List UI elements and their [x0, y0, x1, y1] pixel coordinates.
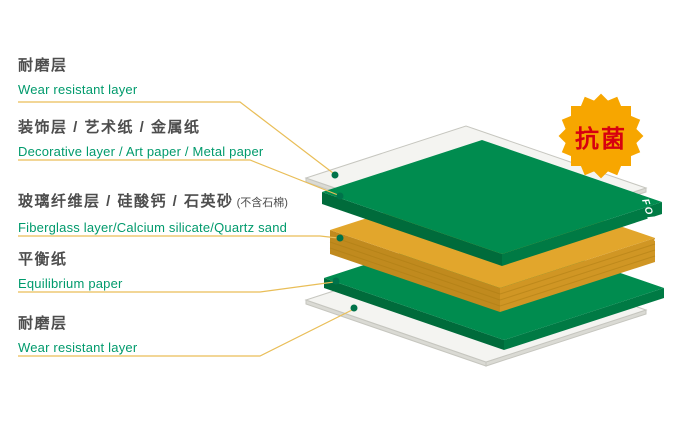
core-sheet-lines	[329, 235, 656, 307]
label-wear-top-en: Wear resistant layer	[18, 82, 138, 97]
label-core: 玻璃纤维层 / 硅酸钙 / 石英砂 (不含石棉) Fiberglass laye…	[18, 192, 288, 236]
antibacterial-badge: 抗菌	[557, 92, 645, 180]
label-core-en: Fiberglass layer/Calcium silicate/Quartz…	[18, 220, 288, 235]
leader-line-wear-top	[18, 101, 334, 174]
core-front-left	[330, 230, 500, 312]
leader-lines	[18, 101, 353, 357]
decorative-front-right	[502, 202, 662, 266]
leader-dots	[331, 171, 358, 312]
label-wear-top: 耐磨层 Wear resistant layer	[18, 56, 137, 98]
leader-line-wear-bottom	[18, 309, 353, 357]
leader-dot-wear-top	[331, 171, 339, 179]
leader-dot-core	[336, 234, 344, 242]
balance-front-right	[504, 288, 664, 350]
balance-front-left	[324, 278, 504, 350]
label-decorative: 装饰层 / 艺术纸 / 金属纸 Decorative layer / Art p…	[18, 118, 263, 160]
label-balance-zh: 平衡纸	[18, 251, 68, 268]
label-wear-top-zh: 耐磨层	[18, 57, 68, 74]
layer-decorative: FORCA	[322, 140, 663, 266]
label-wear-bottom-zh: 耐磨层	[18, 315, 68, 332]
label-decorative-en: Decorative layer / Art paper / Metal pap…	[18, 144, 264, 159]
core-front-right	[500, 238, 655, 312]
label-core-zh-main: 玻璃纤维层 / 硅酸钙 / 石英砂	[18, 193, 234, 210]
label-balance-en: Equilibrium paper	[18, 276, 123, 291]
label-decorative-zh: 装饰层 / 艺术纸 / 金属纸	[18, 119, 201, 136]
label-core-zh-note: (不含石棉)	[233, 197, 288, 209]
badge-label: 抗菌	[575, 125, 627, 153]
decorative-front-left	[322, 192, 502, 266]
label-balance: 平衡纸 Equilibrium paper	[18, 250, 123, 292]
label-wear-bottom: 耐磨层 Wear resistant layer	[18, 314, 137, 356]
label-core-zh: 玻璃纤维层 / 硅酸钙 / 石英砂 (不含石棉)	[18, 192, 288, 213]
decorative-top-face	[322, 140, 662, 254]
leader-dot-balance	[332, 277, 340, 285]
leader-line-decorative	[18, 159, 339, 196]
leader-line-core	[18, 235, 339, 239]
leader-line-balance	[18, 281, 335, 293]
leader-dot-wear-bottom	[350, 304, 358, 312]
label-wear-bottom-en: Wear resistant layer	[18, 340, 138, 355]
leader-dot-decorative	[336, 192, 344, 200]
